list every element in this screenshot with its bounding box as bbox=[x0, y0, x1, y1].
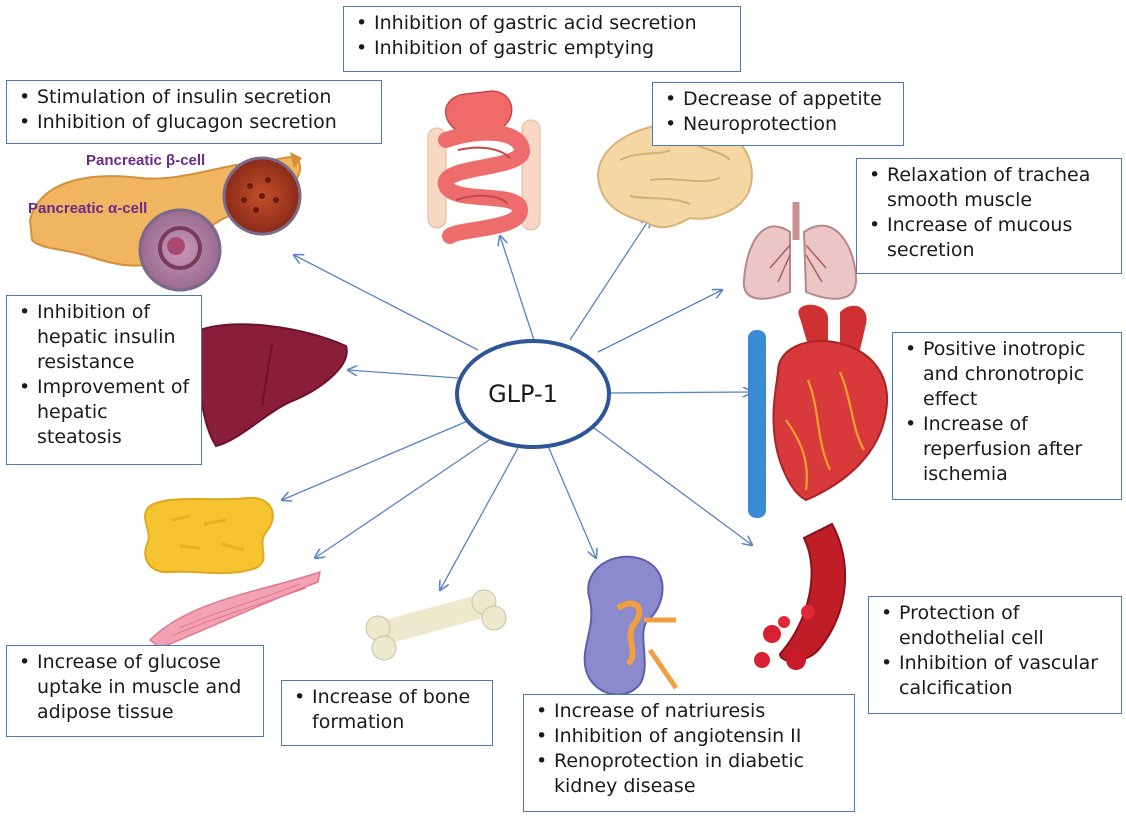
box-item: Inhibition of vascular calcification bbox=[877, 651, 1113, 701]
box-item: Increase of glucose uptake in muscle and… bbox=[15, 650, 255, 725]
box-item: Increase of mucous secretion bbox=[865, 213, 1113, 263]
vessel-illustration bbox=[754, 522, 847, 670]
box-item: Protection of endothelial cell bbox=[877, 601, 1113, 651]
arrows bbox=[282, 218, 752, 590]
box-bone: Increase of bone formation bbox=[281, 680, 493, 746]
arrow-brain bbox=[569, 218, 650, 341]
adipose-illustration bbox=[144, 496, 274, 575]
arrow-adipose bbox=[282, 419, 471, 500]
arrow-bone bbox=[440, 447, 519, 590]
box-item: Stimulation of insulin secretion bbox=[15, 85, 373, 110]
box-item: Increase of bone formation bbox=[290, 685, 484, 735]
box-vessel: Protection of endothelial cell Inhibitio… bbox=[868, 596, 1122, 714]
box-lung: Relaxation of trachea smooth muscle Incr… bbox=[856, 158, 1122, 274]
liver-illustration bbox=[197, 323, 348, 448]
box-item: Renoprotection in diabetic kidney diseas… bbox=[532, 749, 846, 799]
intestine-illustration bbox=[427, 90, 541, 244]
box-item: Improvement of hepatic steatosis bbox=[15, 375, 193, 450]
center-ellipse bbox=[455, 339, 611, 449]
muscle-illustration bbox=[148, 570, 321, 649]
arrow-kidney bbox=[547, 445, 596, 558]
arrow-lung bbox=[597, 290, 722, 353]
box-item: Relaxation of trachea smooth muscle bbox=[865, 163, 1113, 213]
alpha-cell-label: Pancreatic α-cell bbox=[28, 200, 148, 217]
arrow-pancreas bbox=[294, 255, 479, 351]
box-item: Inhibition of hepatic insulin resistance bbox=[15, 300, 193, 375]
box-heart: Positive inotropic and chronotropic effe… bbox=[892, 332, 1122, 500]
arrow-heart bbox=[609, 392, 752, 393]
center-label: GLP-1 bbox=[488, 380, 558, 408]
brain-illustration bbox=[596, 122, 753, 229]
kidney-illustration bbox=[583, 555, 679, 696]
arrow-vessel bbox=[593, 427, 752, 545]
box-liver: Inhibition of hepatic insulin resistance… bbox=[6, 295, 202, 465]
box-item: Inhibition of gastric acid secretion bbox=[352, 11, 732, 36]
arrow-muscle bbox=[315, 437, 493, 558]
box-item: Neuroprotection bbox=[661, 112, 895, 137]
beta-cell-label: Pancreatic β-cell bbox=[86, 152, 206, 169]
pancreas-illustration bbox=[28, 152, 302, 292]
heart-illustration bbox=[748, 304, 889, 518]
box-item: Inhibition of angiotensin II bbox=[532, 724, 846, 749]
box-kidney: Increase of natriuresis Inhibition of an… bbox=[523, 694, 855, 812]
arrow-liver bbox=[348, 370, 459, 379]
box-stomach: Inhibition of gastric acid secretion Inh… bbox=[343, 6, 741, 72]
box-muscle: Increase of glucose uptake in muscle and… bbox=[6, 645, 264, 737]
arrow-stomach bbox=[500, 236, 535, 341]
box-item: Inhibition of gastric emptying bbox=[352, 36, 732, 61]
box-item: Inhibition of glucagon secretion bbox=[15, 110, 373, 135]
box-item: Increase of reperfusion after ischemia bbox=[901, 412, 1113, 487]
box-pancreas: Stimulation of insulin secretion Inhibit… bbox=[6, 80, 382, 144]
box-item: Increase of natriuresis bbox=[532, 699, 846, 724]
box-item: Positive inotropic and chronotropic effe… bbox=[901, 337, 1113, 412]
box-brain: Decrease of appetite Neuroprotection bbox=[652, 82, 904, 146]
lung-illustration bbox=[742, 202, 858, 300]
box-item: Decrease of appetite bbox=[661, 87, 895, 112]
bone-illustration bbox=[365, 589, 507, 661]
